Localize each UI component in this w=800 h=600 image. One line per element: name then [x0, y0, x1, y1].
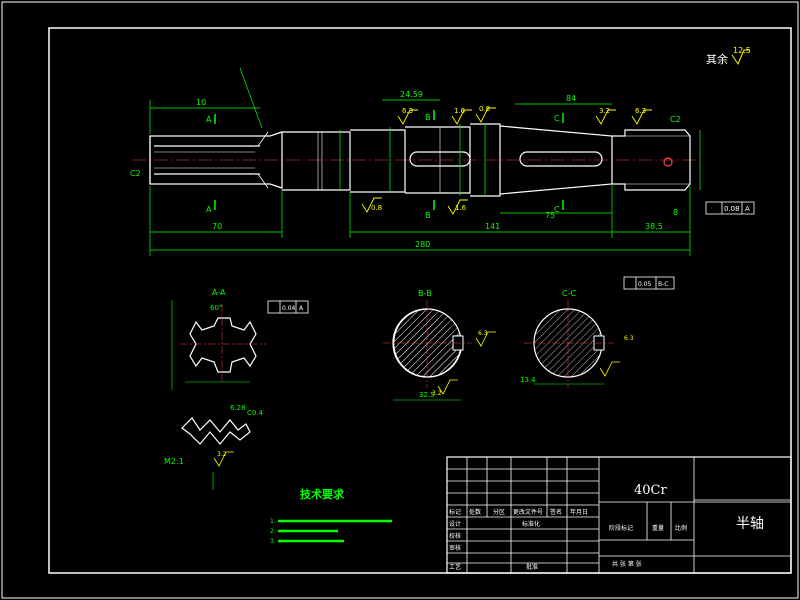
- tb-weight: 重量: [652, 524, 664, 532]
- tb-header-2: 处数: [469, 508, 481, 516]
- section-aa-angle: 60°: [210, 304, 222, 312]
- dim-overall: 280: [415, 240, 430, 249]
- notes-item-3: 3.: [270, 538, 276, 545]
- tb-part-name: 半轴: [736, 516, 764, 532]
- section-bb-ra-a: 6.3: [478, 330, 488, 337]
- section-aa: A-A 60° 0.04 A: [171, 288, 309, 390]
- detail-view: 6.28 C0.4 M2:1 3.2: [164, 404, 264, 490]
- ra-3: 0.8: [479, 105, 490, 113]
- section-cc: C-C 13.4 6.3 0.05 B-C: [520, 276, 675, 388]
- detail-label: 6.28: [230, 404, 246, 412]
- title-block: [446, 456, 792, 574]
- shaft-view: 280 70 141 38.5 75 10 24.59 84 8 C2 C2 A…: [130, 67, 755, 256]
- shaft-gtol-frame: [705, 201, 755, 215]
- chamfer-left: C2: [130, 169, 141, 178]
- dim-left: 70: [212, 222, 222, 231]
- section-cc-gtol-value: 0.05: [638, 281, 652, 288]
- tb-row-review: 审核: [449, 544, 461, 552]
- ra-6: 0.8: [371, 204, 382, 212]
- notes-item-2: 2.: [270, 528, 276, 535]
- tb-std: 标准化: [522, 520, 540, 528]
- tb-scale: 比例: [675, 524, 687, 532]
- tb-header-6: 年月日: [570, 508, 588, 516]
- section-mark-b-bottom: B: [425, 211, 431, 220]
- ra-2: 1.6: [454, 107, 466, 115]
- dim-mid: 141: [485, 222, 500, 231]
- ra-4: 3.2: [599, 107, 610, 115]
- dim-taper-len: 75: [545, 211, 555, 220]
- tb-row-check: 校核: [449, 532, 461, 540]
- section-aa-title: A-A: [212, 288, 226, 297]
- general-roughness-label: 其余: [706, 52, 728, 66]
- dim-top-a: 24.59: [400, 90, 423, 99]
- notes-title: 技术要求: [300, 487, 345, 501]
- tb-header-3: 分区: [493, 508, 505, 516]
- section-bb: B-B 32.5 6.3 3.2: [383, 289, 496, 401]
- tb-material: 40Cr: [634, 483, 667, 498]
- tb-approve: 批准: [526, 563, 538, 571]
- ra-5: 6.3: [635, 107, 646, 115]
- section-mark-a-top: A: [206, 115, 212, 124]
- chamfer-right: C2: [670, 115, 681, 124]
- ra-7: 1.6: [455, 204, 467, 212]
- general-roughness-value: 12.5: [733, 46, 751, 55]
- section-aa-gtol-value: 0.04: [282, 305, 296, 312]
- section-mark-c-top: C: [554, 114, 560, 123]
- spline-section: [149, 131, 283, 189]
- tb-header-4: 更改文件号: [513, 508, 543, 516]
- section-mark-a-bottom: A: [206, 205, 212, 214]
- ra-1: 6.3: [402, 107, 413, 115]
- section-mark-b-top: B: [425, 113, 431, 122]
- tb-header-5: 签名: [550, 508, 562, 516]
- dim-top-b: 84: [566, 94, 576, 103]
- section-cc-width: 13.4: [520, 376, 536, 384]
- section-cc-title: C-C: [562, 289, 576, 298]
- dim-end: 8: [673, 208, 678, 217]
- shaft-gtol-value: 0.08: [724, 205, 740, 213]
- sheet-inner-border: [48, 27, 792, 574]
- section-bb-title: B-B: [418, 289, 432, 298]
- dim-spline-len: 10: [196, 98, 206, 107]
- detail-scale: M2:1: [164, 457, 184, 466]
- shaft-gtol-datum: A: [745, 205, 750, 213]
- section-mark-c-bottom: C: [554, 205, 560, 214]
- section-aa-gtol-datum: A: [299, 305, 304, 312]
- section-bb-width: 32.5: [419, 391, 435, 399]
- technical-notes: 技术要求 1. 2. 3.: [270, 487, 392, 545]
- tb-sheet: 共 张 第 张: [612, 560, 642, 568]
- tb-stage: 阶段标记: [609, 524, 633, 532]
- section-cc-ra: 6.3: [624, 335, 634, 342]
- detail-roughness: 3.2: [217, 451, 227, 458]
- section-cc-gtol-datum: B-C: [658, 281, 668, 288]
- detail-sub-label: C0.4: [247, 409, 264, 417]
- notes-item-1: 1.: [270, 518, 276, 525]
- general-roughness: 其余 12.5: [706, 46, 751, 66]
- tb-row-process: 工艺: [449, 563, 461, 571]
- tb-header-1: 标记: [449, 508, 461, 516]
- tb-row-design: 设计: [449, 520, 461, 528]
- section-bb-ra-b: 3.2: [432, 390, 442, 397]
- dim-right: 38.5: [645, 222, 663, 231]
